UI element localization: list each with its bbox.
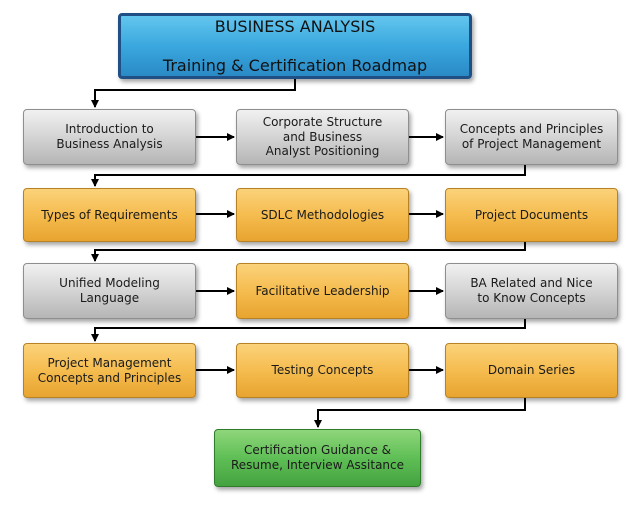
connector-row3-to-row4 <box>91 319 526 342</box>
step-sdlc-methodologies: SDLC Methodologies <box>236 188 409 242</box>
step-facilitative-leadership: Facilitative Leadership <box>236 263 409 319</box>
step-concepts-principles-project-management: Concepts and Principles of Project Manag… <box>445 109 618 165</box>
step-label: Facilitative Leadership <box>255 283 390 298</box>
step-label: SDLC Methodologies <box>260 207 385 222</box>
step-label: Corporate Structure and Business Analyst… <box>262 115 383 159</box>
step-ba-related-concepts: BA Related and Nice to Know Concepts <box>445 263 618 319</box>
step-project-documents: Project Documents <box>445 188 618 242</box>
step-testing-concepts: Testing Concepts <box>236 343 409 398</box>
step-domain-series: Domain Series <box>445 343 618 398</box>
step-label: BA Related and Nice to Know Concepts <box>470 276 593 305</box>
connector-row4-to-final <box>314 398 526 428</box>
step-label: Certification Guidance & Resume, Intervi… <box>230 443 405 472</box>
step-label: Unified Modeling Language <box>59 276 160 305</box>
step-types-of-requirements: Types of Requirements <box>23 188 196 242</box>
roadmap-title: BUSINESS ANALYSIS Training & Certificati… <box>118 13 472 79</box>
step-introduction-to-business-analysis: Introduction to Business Analysis <box>23 109 196 165</box>
connector-row2-to-row3 <box>91 242 526 262</box>
step-label: Domain Series <box>487 363 576 378</box>
step-label: Project Management Concepts and Principl… <box>37 355 182 385</box>
step-corporate-structure: Corporate Structure and Business Analyst… <box>236 109 409 165</box>
step-unified-modeling-language: Unified Modeling Language <box>23 263 196 319</box>
step-certification-guidance: Certification Guidance & Resume, Intervi… <box>214 429 421 487</box>
step-label: Testing Concepts <box>271 363 374 378</box>
step-label: Concepts and Principles of Project Manag… <box>459 122 604 151</box>
step-label: Introduction to Business Analysis <box>56 122 163 151</box>
title-line-2: Training & Certification Roadmap <box>162 55 428 75</box>
step-project-management-concepts: Project Management Concepts and Principl… <box>23 343 196 398</box>
connector-title-to-row1 <box>91 79 296 108</box>
title-line-1: BUSINESS ANALYSIS <box>214 16 376 36</box>
connector-row1-to-row2 <box>91 165 526 187</box>
step-label: Project Documents <box>474 207 589 222</box>
step-label: Types of Requirements <box>41 207 178 222</box>
